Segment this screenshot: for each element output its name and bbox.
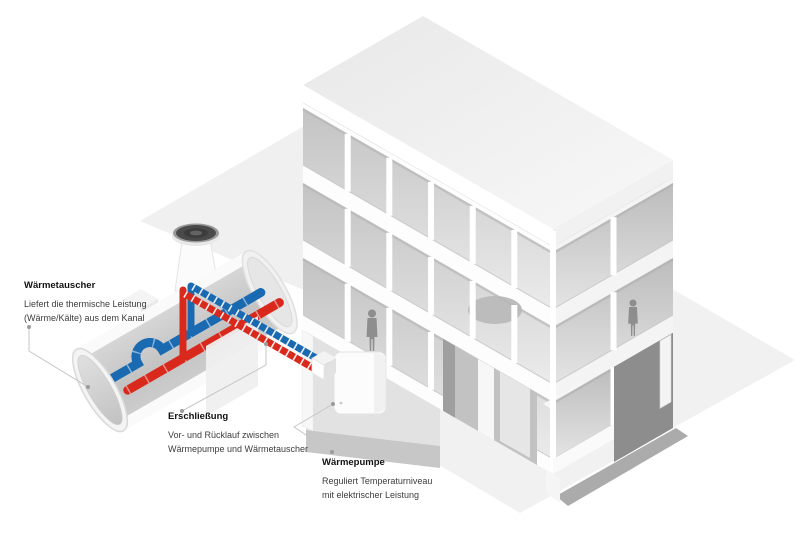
label-waermetauscher: Wärmetauscher Liefert die thermische Lei… <box>24 279 147 325</box>
roof-top <box>303 16 673 229</box>
building <box>301 16 688 506</box>
person-silhouette <box>366 309 378 351</box>
piloti-column <box>546 470 560 502</box>
label-waermepumpe: Wärmepumpe Reguliert Temperaturniveau mi… <box>322 456 432 502</box>
label-erschliessung-title: Erschließung <box>168 411 229 422</box>
leader-dots <box>27 325 335 454</box>
basement-void <box>614 332 673 462</box>
heat-pump <box>333 351 387 415</box>
label-erschliessung-line2: Wärmepumpe und Wärmetauscher <box>168 444 309 454</box>
label-waermepumpe-title: Wärmepumpe <box>322 457 385 468</box>
underground <box>301 329 688 506</box>
pipework <box>179 282 336 381</box>
leader-lines <box>28 327 334 453</box>
label-waermetauscher-line2: (Wärme/Kälte) aus dem Kanal <box>24 313 145 323</box>
leader-waermetauscher <box>28 327 89 388</box>
label-waermepumpe-line2: mit elektrischer Leistung <box>322 490 420 500</box>
niche-floor <box>306 430 440 468</box>
label-waermetauscher-line1: Liefert die thermische Leistung <box>24 299 147 309</box>
leader-waermepumpe <box>293 403 334 453</box>
label-erschliessung: Erschließung Vor- und Rücklauf zwischen … <box>168 410 308 456</box>
canal-cold-pipe <box>105 288 266 385</box>
canal-warm-pipe <box>123 298 284 395</box>
piloti-column <box>659 334 672 409</box>
sunken-floor <box>556 428 688 506</box>
pipe-connector-box <box>311 351 336 381</box>
roof-slab-se <box>553 160 673 247</box>
mullions-sw <box>344 133 518 390</box>
roof-slab-sw <box>303 85 553 247</box>
label-erschliessung-line1: Vor- und Rücklauf zwischen <box>168 430 280 440</box>
door <box>500 371 530 458</box>
windows-se <box>552 183 674 460</box>
label-waermetauscher-title: Wärmetauscher <box>24 280 96 291</box>
tunnel-opening-near <box>71 347 129 433</box>
person-silhouette <box>628 299 638 336</box>
label-waermepumpe-line1: Reguliert Temperaturniveau <box>322 476 433 486</box>
leader-erschliessung <box>181 344 267 412</box>
ground-plane-upper <box>140 122 311 293</box>
manhole-cover <box>172 223 220 246</box>
